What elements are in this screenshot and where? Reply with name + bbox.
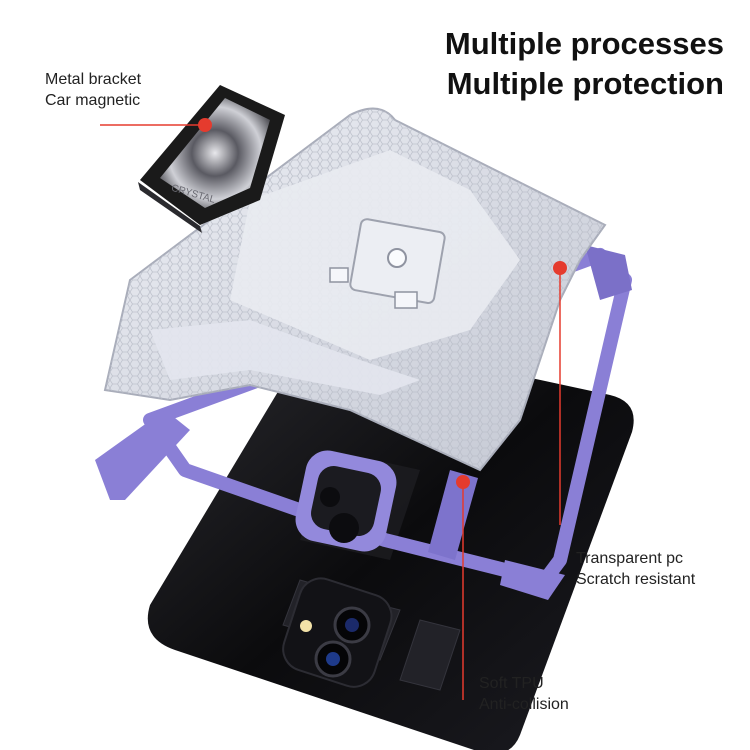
callout-soft-tpu: Soft TPU Anti-collision xyxy=(479,673,569,715)
tpu-bumper xyxy=(95,245,632,600)
headline-line-1: Multiple processes xyxy=(444,26,724,61)
marker-bracket xyxy=(198,118,212,132)
transparent-pc-case xyxy=(103,107,607,472)
metal-bracket: CRYSTAL xyxy=(138,85,285,233)
callout-label: Metal bracket xyxy=(45,71,142,88)
marker-tpu xyxy=(456,475,470,489)
callout-transparent-pc: Transparent pc Scratch resistant xyxy=(576,548,695,590)
headline: Multiple processes Multiple protection xyxy=(445,24,724,104)
callout-label: Car magnetic xyxy=(45,92,141,109)
callout-lines xyxy=(100,118,567,700)
callout-label: Soft TPU xyxy=(479,675,544,692)
callout-label: Transparent pc xyxy=(576,550,684,567)
callout-metal-bracket: Metal bracket Car magnetic xyxy=(45,69,141,111)
marker-pc xyxy=(553,261,567,275)
phone-camera xyxy=(282,577,393,688)
headline-line-2: Multiple protection xyxy=(446,66,724,101)
callout-label: Anti-collision xyxy=(479,696,569,713)
callout-label: Scratch resistant xyxy=(576,571,696,588)
